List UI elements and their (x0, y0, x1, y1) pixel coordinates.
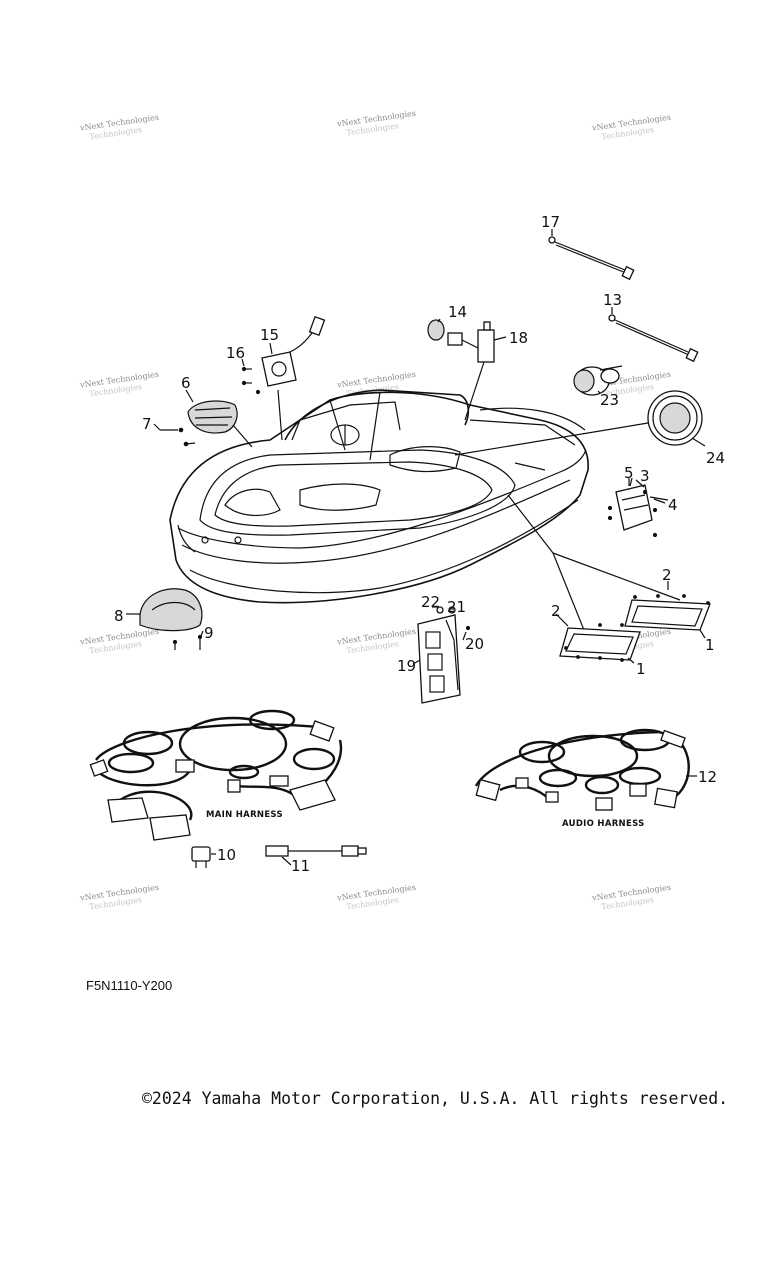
part-10-relay (191, 846, 211, 868)
callout-4: 4 (668, 496, 678, 514)
callout-14: 14 (448, 303, 467, 321)
part-11-usb-cable (265, 845, 367, 857)
callout-13: 13 (603, 291, 622, 309)
part-13-cable (608, 314, 699, 363)
part-1-tray-upper (624, 594, 711, 631)
part-8-cover (139, 588, 203, 650)
diagram-code: F5N1110-Y200 (86, 978, 173, 993)
audio-harness-label: AUDIO HARNESS (562, 819, 645, 829)
callout-2-upper: 2 (662, 566, 672, 584)
part-19-bracket (417, 606, 471, 704)
main-harness-label: MAIN HARNESS (206, 810, 283, 820)
part-23-socket (573, 365, 623, 396)
part-24-gauge (454, 390, 703, 456)
copyright-notice: ©2024 Yamaha Motor Corporation, U.S.A. A… (142, 1089, 729, 1108)
callout-9: 9 (204, 624, 214, 642)
callout-6: 6 (181, 374, 191, 392)
callout-19: 19 (397, 657, 416, 675)
part-18-switch (447, 321, 495, 421)
part-17-cable (548, 236, 635, 281)
part-1-tray-lower (559, 623, 641, 662)
part-14-cap (427, 319, 445, 341)
part-6-light-assembly (160, 400, 253, 448)
boat-hull (169, 389, 589, 604)
callout-10: 10 (217, 846, 236, 864)
callout-5: 5 (624, 464, 634, 482)
callout-24: 24 (706, 449, 725, 467)
part-15-panel (241, 315, 326, 441)
callout-15: 15 (260, 326, 279, 344)
callout-3: 3 (640, 467, 650, 485)
leader-lines (507, 462, 681, 641)
callout-numbers: 17 13 14 18 15 16 6 7 23 24 5 3 4 2 2 1 … (114, 213, 725, 875)
callout-1-upper: 1 (705, 636, 715, 654)
callout-16: 16 (226, 344, 245, 362)
callout-11: 11 (291, 857, 310, 875)
audio-harness (474, 728, 690, 811)
main-harness (89, 709, 343, 841)
callout-17: 17 (541, 213, 560, 231)
callout-23: 23 (600, 391, 619, 409)
callout-7: 7 (142, 415, 152, 433)
callout-2-lower: 2 (551, 602, 561, 620)
callout-20: 20 (465, 635, 484, 653)
part-3-module (607, 477, 669, 538)
callout-21: 21 (447, 598, 466, 616)
callout-18: 18 (509, 329, 528, 347)
callout-1-lower: 1 (636, 660, 646, 678)
callout-22: 22 (421, 593, 440, 611)
callout-8: 8 (114, 607, 124, 625)
callout-12: 12 (698, 768, 717, 786)
callout-leaders (126, 229, 706, 866)
